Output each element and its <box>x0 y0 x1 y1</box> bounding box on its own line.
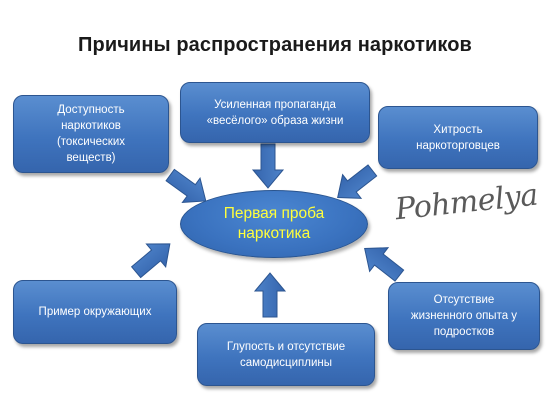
cause-dealers-box: Хитрость наркоторговцев <box>378 106 538 169</box>
cause-availability-box: Доступность наркотиков (токсических веще… <box>13 95 169 173</box>
cause-propaganda-text: Усиленная пропаганда «весёлого» образа ж… <box>206 98 344 127</box>
diagram-title: Причины распространения наркотиков <box>78 34 472 56</box>
cause-example-text: Пример окружающих <box>38 306 152 318</box>
arrow-from-stupidity <box>253 272 287 318</box>
cause-dealers-text: Хитрость наркоторговцев <box>416 123 500 152</box>
arrow-from-propaganda <box>251 143 285 189</box>
cause-example-box: Пример окружающих <box>13 280 177 344</box>
cause-stupidity-box: Глупость и отсутствие самодисциплины <box>197 323 375 386</box>
arrow-from-dealers <box>337 164 378 199</box>
central-ellipse: Первая проба наркотика <box>180 190 368 258</box>
arrow-from-example <box>130 243 171 279</box>
arrow-from-availability <box>165 168 207 204</box>
cause-availability-text: Доступность наркотиков (токсических веще… <box>56 104 126 164</box>
cause-experience-text: Отсутствие жизненного опыта у подростков <box>410 294 518 338</box>
cause-stupidity-text: Глупость и отсутствие самодисциплины <box>226 340 346 369</box>
arrow-from-experience <box>364 247 405 282</box>
cause-experience-box: Отсутствие жизненного опыта у подростков <box>388 282 540 350</box>
cause-propaganda-box: Усиленная пропаганда «весёлого» образа ж… <box>180 82 370 143</box>
central-ellipse-text: Первая проба наркотика <box>223 205 325 242</box>
